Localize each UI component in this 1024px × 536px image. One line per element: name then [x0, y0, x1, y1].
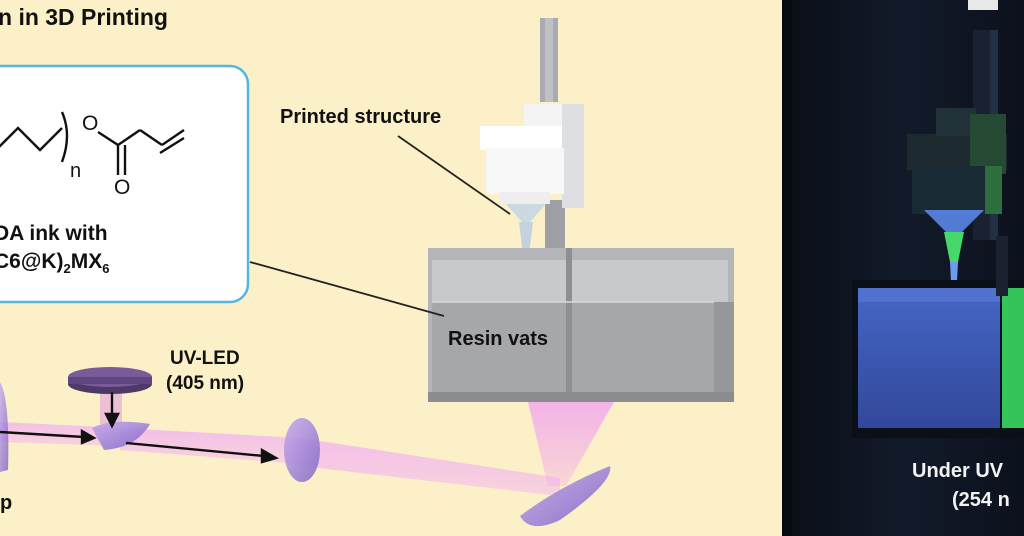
ink-description-line1: DA ink with: [0, 222, 108, 245]
callout-lines: [249, 135, 511, 317]
ester-oxygen-label: O: [82, 112, 99, 135]
partial-left-label: p: [0, 492, 13, 514]
ink-formula-part1: C6@K): [0, 250, 64, 273]
ink-formula-sub2: 6: [102, 261, 110, 277]
uv-led-label: UV-LED: [170, 348, 240, 369]
figure-title: n in 3D Printing: [0, 4, 168, 30]
resin-vat: [428, 248, 734, 402]
dark-uv-panel: [782, 0, 1024, 536]
chemical-structure-drawing: [0, 64, 250, 304]
ink-description-line2: C6@K)2MX6: [0, 250, 109, 276]
repeat-subscript-n: n: [70, 160, 82, 182]
uv-led-wavelength-label: (405 nm): [166, 373, 245, 394]
beam-arrows: [0, 392, 280, 464]
carbonyl-oxygen-label: O: [114, 176, 131, 199]
resin-vats-label: Resin vats: [448, 328, 549, 350]
ink-formula-part2: MX: [70, 250, 103, 273]
optics: [0, 367, 611, 527]
under-uv-label: Under UV: [912, 460, 1004, 482]
printed-structure-label: Printed structure: [280, 106, 442, 128]
ink-formula-sub1: 2: [63, 261, 71, 277]
under-uv-wavelength-label: (254 n: [952, 489, 1010, 511]
printer-assembly: [480, 18, 584, 296]
